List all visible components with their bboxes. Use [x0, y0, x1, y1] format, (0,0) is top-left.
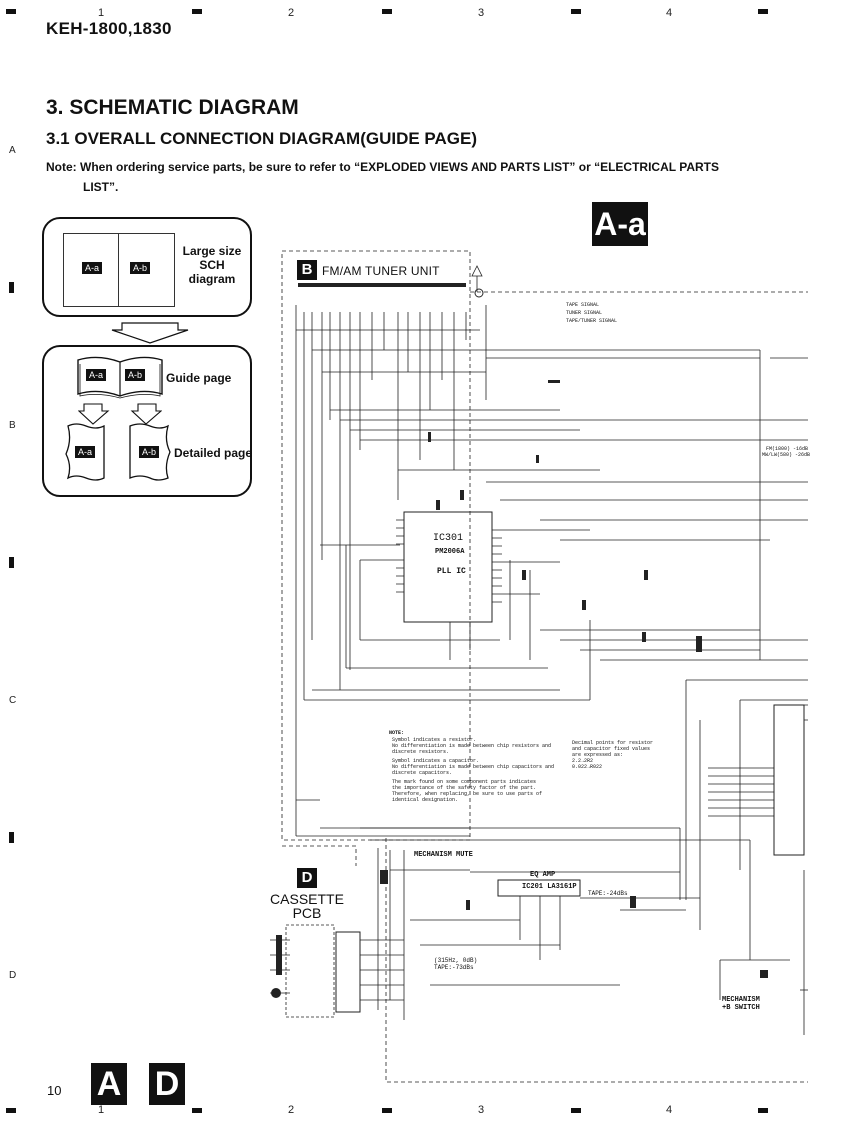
- ruler-mark: [192, 9, 202, 14]
- ruler-column-1-bottom: 1: [98, 1104, 105, 1116]
- ruler-row-d: D: [9, 970, 17, 981]
- detailed-page-label: Detailed page: [174, 446, 253, 460]
- notes-right-lines: Decimal points for resistor and capacito…: [572, 740, 653, 770]
- ruler-column-1: 1: [98, 7, 105, 19]
- guide-page-label: Guide page: [166, 371, 232, 385]
- ruler-mark: [382, 1108, 392, 1113]
- note-text: Symbol indicates a capacitor.: [392, 758, 480, 764]
- note-text: Symbol indicates a resistor.: [392, 737, 477, 743]
- mw-level-label: MW/LW(580) -26dB: [762, 452, 811, 458]
- open-book-icon: [77, 356, 163, 399]
- signal-legend-tape-tuner: TAPE/TUNER SIGNAL: [566, 318, 618, 324]
- tuner-unit-title: FM/AM TUNER UNIT: [322, 264, 440, 278]
- tape-level-label: TAPE:-24dBs: [588, 890, 628, 897]
- tuner-unit-badge: B: [297, 260, 317, 280]
- detail-tag-right: A-b: [139, 446, 160, 458]
- mech-switch-label-1: MECHANISM: [722, 996, 760, 1004]
- note-text: identical designation.: [392, 797, 459, 803]
- sheet-tag-right: A-b: [130, 262, 151, 274]
- footer-badge-d: D: [149, 1063, 185, 1105]
- note-text: and capacitor fixed values: [572, 746, 651, 752]
- model-number: KEH-1800,1830: [46, 19, 172, 38]
- ruler-column-3: 3: [478, 7, 485, 19]
- section-title: 3. SCHEMATIC DIAGRAM: [46, 96, 299, 119]
- ruler-mark: [192, 1108, 202, 1113]
- ruler-mark: [9, 832, 14, 843]
- ruler-column-2: 2: [288, 7, 295, 19]
- ruler-mark: [758, 1108, 768, 1113]
- note-text: discrete capacitors.: [392, 770, 453, 776]
- ruler-row-b: B: [9, 420, 16, 431]
- detail-tag-left: A-a: [75, 446, 96, 458]
- note-text: 0.022→R022: [572, 764, 603, 770]
- signal-legend-tape: TAPE SIGNAL: [566, 302, 600, 308]
- subsection-title: 3.1 OVERALL CONNECTION DIAGRAM(GUIDE PAG…: [46, 129, 478, 148]
- notes-lines: Symbol indicates a resistor. No differen…: [392, 737, 554, 803]
- note-line-1: Note: When ordering service parts, be su…: [46, 160, 719, 174]
- large-size-label-line-1: Large size: [182, 244, 242, 258]
- book-tag-left: A-a: [86, 369, 107, 381]
- ruler-mark: [571, 9, 581, 14]
- sheet-badge: A-a: [592, 202, 648, 246]
- large-sheet-icon: [63, 233, 175, 307]
- ruler-mark: [9, 282, 14, 293]
- book-tag-right: A-b: [125, 369, 146, 381]
- ordering-note: Note: When ordering service parts, be su…: [46, 157, 786, 197]
- large-size-label: Large size SCH diagram: [176, 244, 248, 286]
- note-text: the importance of the safety factor of t…: [392, 785, 537, 791]
- note-text: are expressed as:: [572, 752, 624, 758]
- freq-note-2: TAPE:-73dBs: [434, 964, 474, 971]
- note-text: No differentiation is made between chip …: [392, 764, 555, 770]
- arrow-down-right-icon: [130, 403, 162, 425]
- eq-amp-label: EQ AMP: [530, 871, 556, 879]
- arrow-down-icon: [111, 322, 189, 344]
- large-size-label-line-2: SCH diagram: [188, 258, 236, 286]
- notes-title: NOTE:: [389, 730, 405, 736]
- ic301-part: PM2006A: [435, 548, 465, 556]
- ruler-mark: [6, 9, 16, 14]
- cassette-label-line-1: CASSETTE: [270, 891, 344, 907]
- mech-switch-label-2: +B SWITCH: [722, 1004, 760, 1012]
- ic201-label: IC201 LA3161P: [522, 883, 577, 891]
- ruler-row-a: A: [9, 145, 16, 156]
- ruler-column-4: 4: [666, 7, 673, 19]
- note-text: discrete resistors.: [392, 749, 450, 755]
- cassette-label: CASSETTE PCB: [262, 892, 352, 920]
- ic301-ref: IC301: [433, 533, 464, 544]
- cassette-label-line-2: PCB: [292, 905, 322, 921]
- ruler-column-2-bottom: 2: [288, 1104, 295, 1116]
- note-text: 2.2→2R2: [572, 758, 594, 764]
- ruler-column-3-bottom: 3: [478, 1104, 485, 1116]
- note-text: Therefore, when replacing, be sure to us…: [392, 791, 543, 797]
- note-line-2: LIST”.: [83, 180, 119, 194]
- ruler-mark: [382, 9, 392, 14]
- ruler-mark: [758, 9, 768, 14]
- sheet-tag-left: A-a: [82, 262, 103, 274]
- page-number: 10: [47, 1083, 62, 1098]
- ruler-mark: [9, 557, 14, 568]
- fm-level-label: FM(1800) -16dB: [766, 446, 809, 452]
- ruler-row-c: C: [9, 695, 17, 706]
- cassette-badge: D: [297, 868, 317, 888]
- ic301-function: PLL IC: [437, 567, 466, 576]
- ruler-mark: [571, 1108, 581, 1113]
- ruler-column-4-bottom: 4: [666, 1104, 673, 1116]
- ruler-mark: [6, 1108, 16, 1113]
- note-text: Decimal points for resistor: [572, 740, 654, 746]
- arrow-down-left-icon: [78, 403, 110, 425]
- note-text: No differentiation is made between chip …: [392, 743, 552, 749]
- footer-badge-a: A: [91, 1063, 127, 1105]
- freq-note-1: (315Hz, 0dB): [434, 957, 478, 964]
- signal-legend-tuner: TUNER SIGNAL: [566, 310, 603, 316]
- note-text: The mark found on some component parts i…: [392, 779, 537, 785]
- mechanism-mute-label: MECHANISM MUTE: [414, 851, 473, 859]
